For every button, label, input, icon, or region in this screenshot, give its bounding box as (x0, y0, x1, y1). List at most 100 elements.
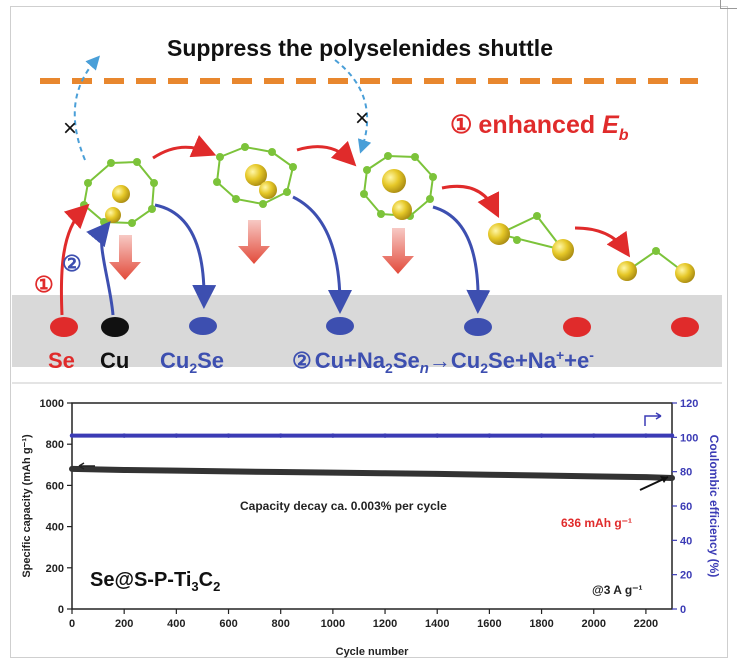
blue-arrow-cu (86, 221, 115, 316)
y2-tick-label: 0 (680, 604, 686, 616)
down-arrow-2 (238, 220, 270, 264)
enhanced-text: enhanced (478, 111, 602, 139)
capacity-point (121, 467, 127, 473)
y-tick-label: 800 (46, 439, 64, 451)
x-tick-label: 1600 (477, 618, 501, 630)
step1-marker: ① (34, 272, 54, 297)
efficiency-point (487, 433, 492, 438)
capacity-point (382, 471, 388, 476)
blue-arrow-2 (292, 195, 352, 314)
final-capacity-pointer-head (660, 476, 668, 483)
x-tick-label: 2200 (634, 618, 658, 630)
se-dot-2 (563, 317, 591, 337)
x-tick-label: 200 (115, 618, 133, 630)
capacity-point (69, 466, 75, 472)
x-tick-label: 1200 (373, 618, 397, 630)
sample-label: Se@S-P-Ti3C2 (90, 569, 220, 594)
y2-tick-label: 40 (680, 535, 692, 547)
efficiency-point (382, 433, 388, 438)
efficiency-point (330, 433, 336, 438)
x-axis-label: Cycle number (336, 646, 409, 658)
y-tick-label: 400 (46, 522, 64, 534)
efficiency-point (69, 433, 75, 438)
efficiency-point (278, 433, 283, 438)
x-tick-label: 600 (219, 618, 237, 630)
y2-tick-label: 60 (680, 501, 692, 513)
diagram-title: Suppress the polyselenides shuttle (167, 35, 553, 61)
x-ticks: 0 200 400 600 800 1000 1200 1400 1600 1800 2000 220… (69, 609, 658, 630)
efficiency-point (669, 433, 675, 438)
blue-arrow-3 (432, 205, 491, 314)
polyselenide-cluster-1 (80, 158, 158, 227)
x-tick-label: 800 (272, 618, 290, 630)
rate-label: @3 A g⁻¹ (592, 583, 642, 597)
y-tick-label: 1000 (40, 398, 64, 410)
y-tick-label: 200 (46, 563, 64, 575)
capacity-point (330, 470, 336, 475)
y-tick-label: 600 (46, 480, 64, 492)
blocked-x-right: × (355, 105, 369, 132)
efficiency-point (539, 433, 544, 438)
capacity-point (539, 473, 544, 478)
capacity-point (643, 474, 649, 480)
blocked-path-right (334, 59, 372, 154)
efficiency-point (174, 433, 179, 438)
capacity-point (435, 471, 440, 477)
x-tick-label: 1000 (321, 618, 345, 630)
down-arrow-1 (109, 235, 141, 280)
capacity-point (591, 474, 596, 479)
down-arrow-3 (382, 228, 414, 274)
x-tick-label: 0 (69, 618, 75, 630)
red-arrow-3 (441, 184, 500, 219)
red-arrow-1 (152, 135, 217, 160)
series-group (69, 433, 675, 481)
x-tick-label: 1800 (529, 618, 553, 630)
efficiency-point (591, 433, 596, 438)
enhanced-e: E (602, 111, 620, 139)
capacity-series-line (69, 465, 675, 481)
x-tick-label: 1400 (425, 618, 449, 630)
efficiency-point (226, 433, 231, 438)
capacity-point (226, 469, 231, 474)
blocked-x-left: × (63, 115, 77, 142)
polyselenide-cluster-4 (488, 212, 574, 261)
cu2se-dot-1 (189, 317, 217, 335)
polyselenide-cluster-2 (213, 143, 297, 208)
blocked-path-left (73, 55, 101, 161)
y2-tick-label: 100 (680, 432, 698, 444)
step2-marker: ② (62, 251, 82, 276)
y2-tick-label: 120 (680, 398, 698, 410)
y-tick-label: 0 (58, 604, 64, 616)
label-cu2se: Cu2Se (160, 348, 224, 376)
polyselenide-cluster-3 (360, 152, 437, 220)
capacity-point (278, 469, 283, 475)
y2-tick-label: 80 (680, 467, 692, 479)
efficiency-point (643, 433, 649, 438)
substrate-band (12, 295, 722, 367)
y-axis-label: Specific capacity (mAh g⁻¹) (21, 434, 33, 578)
decay-annotation: Capacity decay ca. 0.003% per cycle (240, 499, 447, 513)
corner-mark (720, 0, 737, 9)
x-tick-label: 400 (167, 618, 185, 630)
blue-arrow-1 (154, 203, 217, 309)
se-dot (50, 317, 78, 337)
right-axis-indicator (644, 412, 662, 426)
se-dot-3 (671, 317, 699, 337)
capacity-point (487, 472, 492, 477)
efficiency-point (121, 433, 127, 438)
y2-axis-label: Coulombic efficiency (%) (707, 435, 721, 578)
y2-tick-label: 20 (680, 570, 692, 582)
polyselenide-cluster-5 (617, 247, 695, 283)
y2-ticks: 0 20 40 60 80 100 120 (672, 398, 698, 616)
capacity-point (174, 468, 179, 473)
x-tick-label: 2000 (581, 618, 605, 630)
red-arrow-2 (296, 140, 357, 167)
capacity-point (669, 475, 675, 481)
red-arrow-se (59, 203, 90, 316)
cu-dot (101, 317, 129, 337)
cu2se-dot-2 (326, 317, 354, 335)
